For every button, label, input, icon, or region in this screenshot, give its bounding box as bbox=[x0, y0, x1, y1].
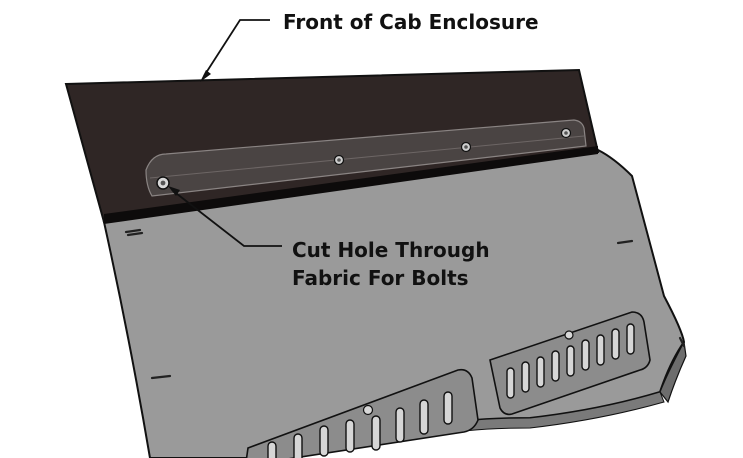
vent-slot-icon bbox=[371, 415, 381, 451]
lower-lip bbox=[429, 391, 665, 437]
bolt-icon bbox=[333, 154, 345, 166]
mounting-rail bbox=[145, 119, 587, 197]
vent-slot-icon bbox=[395, 407, 405, 443]
vent-slot-icon bbox=[293, 433, 303, 458]
vent-plate-left bbox=[245, 368, 479, 458]
bolt-icon bbox=[460, 141, 472, 153]
vent-slot-icon bbox=[345, 419, 355, 453]
leader-arrow-icon bbox=[200, 19, 270, 82]
cut-hole-label-line1: Cut Hole Through bbox=[292, 238, 490, 262]
bolt-icon bbox=[560, 127, 572, 139]
slit-4 bbox=[150, 374, 172, 380]
slit-3 bbox=[616, 239, 634, 245]
cut-hole-label-line2: Fabric For Bolts bbox=[292, 266, 469, 290]
body-edge-shadow bbox=[659, 340, 687, 404]
rail-highlight bbox=[149, 135, 585, 179]
fabric-slits bbox=[124, 228, 686, 380]
slit-5 bbox=[678, 336, 686, 348]
bolt-icon bbox=[362, 404, 374, 416]
vent-slot-icon bbox=[521, 361, 530, 393]
vent-slot-icon bbox=[551, 350, 560, 382]
vent-slot-icon bbox=[443, 391, 453, 425]
bolt-icon bbox=[564, 330, 574, 340]
vent-slot-icon bbox=[581, 339, 590, 371]
vent-slot-icon bbox=[566, 345, 575, 377]
vent-slot-icon bbox=[626, 323, 635, 355]
vent-slot-icon bbox=[267, 441, 277, 458]
vent-slot-icon bbox=[596, 334, 605, 366]
vent-slot-icon bbox=[611, 328, 620, 360]
bolt-icon bbox=[156, 176, 170, 190]
vent-slot-icon bbox=[536, 356, 545, 388]
vent-slots-right bbox=[506, 323, 635, 399]
rail-bolts bbox=[156, 127, 572, 190]
front-of-cab-label: Front of Cab Enclosure bbox=[283, 10, 539, 34]
front-panel-edge bbox=[104, 146, 598, 224]
slit-2 bbox=[126, 231, 144, 237]
vent-slot-icon bbox=[319, 425, 329, 457]
leader-arrow-icon bbox=[168, 186, 282, 247]
vent-slots-left bbox=[267, 391, 453, 458]
vent-slot-icon bbox=[419, 399, 429, 435]
vent-plate-right bbox=[489, 311, 651, 416]
slit-1 bbox=[124, 228, 142, 234]
cut-hole-label: Cut Hole Through Fabric For Bolts bbox=[292, 236, 490, 292]
vent-slot-icon bbox=[506, 367, 515, 399]
